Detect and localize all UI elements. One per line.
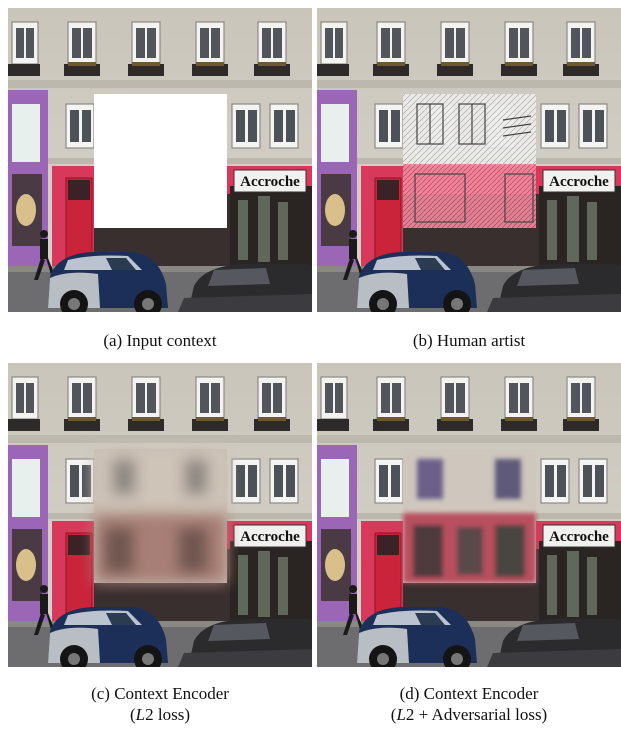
- caption-c-loss: (L2 loss): [129, 705, 190, 724]
- panel-context-encoder-adversarial: [317, 363, 621, 667]
- street-scene-image: [8, 8, 312, 312]
- caption-d: (d) Context Encoder (L2 + Adversarial lo…: [317, 683, 621, 725]
- caption-d-loss: (L2 + Adversarial loss): [390, 705, 548, 724]
- caption-b: (b) Human artist: [412, 331, 526, 350]
- street-scene-image: [317, 8, 621, 312]
- caption-c: (c) Context Encoder (L2 loss): [8, 683, 312, 725]
- artist-fill-region: [403, 94, 536, 228]
- panel-input-context: [8, 8, 312, 312]
- adversarial-inpainted-region: [403, 449, 536, 583]
- masked-region: [94, 94, 227, 228]
- panel-context-encoder-l2: [8, 363, 312, 667]
- panel-human-artist: [317, 8, 621, 312]
- street-scene-image: [317, 363, 621, 667]
- l2-inpainted-region: [94, 449, 227, 583]
- caption-a: (a) Input context: [103, 331, 217, 350]
- street-scene-image: [8, 363, 312, 667]
